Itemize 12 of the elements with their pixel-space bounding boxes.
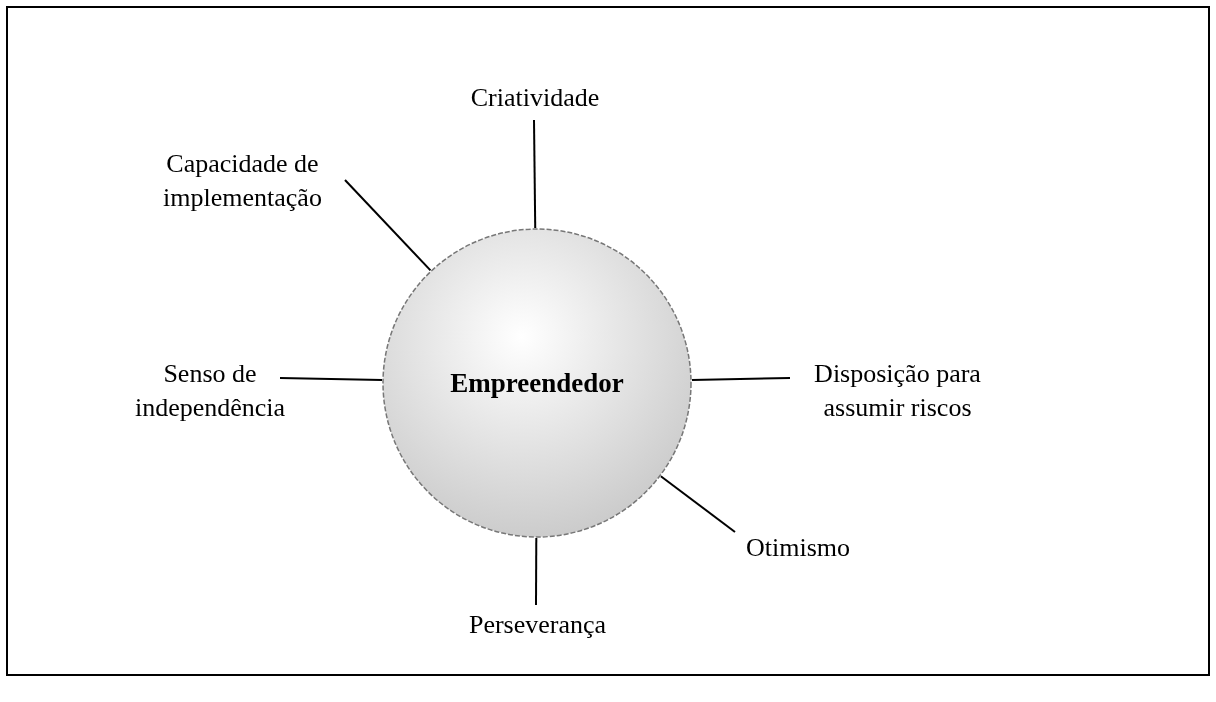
- center-label: Empreendedor: [450, 366, 624, 400]
- trait-label: Capacidade de implementação: [162, 148, 323, 214]
- trait-label: Disposição para assumir riscos: [813, 358, 982, 424]
- connector-line: [535, 537, 538, 606]
- trait-label: Senso de independência: [133, 358, 287, 424]
- connector-line: [659, 475, 736, 533]
- trait-label: Otimismo: [746, 532, 850, 564]
- connector-line: [279, 377, 384, 381]
- trait-label: Perseverança: [468, 609, 607, 641]
- trait-label: Criatividade: [470, 82, 600, 114]
- connector-line: [344, 179, 432, 272]
- connector-line: [533, 119, 537, 229]
